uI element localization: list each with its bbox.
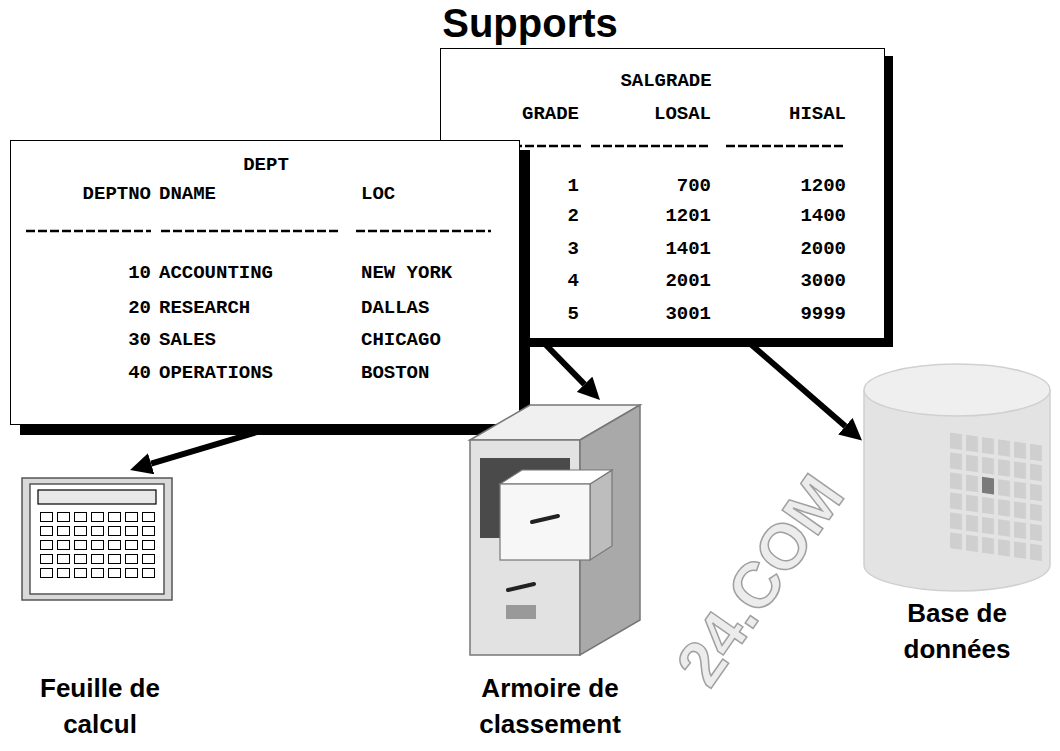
- storage-label: Armoire de classement: [440, 670, 660, 742]
- storage-icon: Armoire de classement: [440, 400, 660, 748]
- column-header: GRADE: [522, 103, 579, 125]
- table-cell: 20: [128, 297, 151, 319]
- table-cell: 1401: [665, 238, 711, 260]
- table-cell: 40: [128, 362, 151, 384]
- table-cell: 700: [677, 175, 711, 197]
- table-cell: 3000: [800, 270, 846, 292]
- table-cell: DALLAS: [361, 297, 429, 319]
- table-cell: SALES: [159, 329, 216, 351]
- table-cell: 4: [568, 270, 579, 292]
- table-cell: 3: [568, 238, 579, 260]
- table-cell: NEW YORK: [361, 262, 452, 284]
- table-cell: BOSTON: [361, 362, 429, 384]
- table-cell: 1200: [800, 175, 846, 197]
- filing-cabinet-icon: [440, 400, 660, 660]
- table-cell: 2000: [800, 238, 846, 260]
- database-icon: [862, 360, 1052, 595]
- table-cell: 2001: [665, 270, 711, 292]
- storage-label: Base de données: [862, 595, 1052, 667]
- table-cell: 10: [128, 262, 151, 284]
- column-header: LOC: [361, 183, 395, 205]
- column-header: HISAL: [789, 103, 846, 125]
- column-header: DNAME: [159, 183, 216, 205]
- table-cell: 1201: [665, 205, 711, 227]
- table-cell: ACCOUNTING: [159, 262, 273, 284]
- table-cell: RESEARCH: [159, 297, 250, 319]
- storage-icon: Feuille de calcul: [10, 470, 190, 748]
- table-cell: 30: [128, 329, 151, 351]
- table-cell: 2: [568, 205, 579, 227]
- storage-icon: Base de données: [862, 360, 1052, 670]
- watermark: 24.COM: [663, 462, 857, 697]
- column-header: DEPTNO: [83, 183, 151, 205]
- table-cell: 5: [568, 303, 579, 325]
- column-header: LOSAL: [654, 103, 711, 125]
- table-cell: 1400: [800, 205, 846, 227]
- table-cell: CHICAGO: [361, 329, 441, 351]
- arrow-connector: [745, 339, 846, 426]
- arrow-connector: [540, 339, 584, 384]
- table-name: SALGRADE: [620, 70, 711, 92]
- table-cell: 1: [568, 175, 579, 197]
- spreadsheet-icon: [10, 470, 190, 610]
- table-cell: 3001: [665, 303, 711, 325]
- storage-label: Feuille de calcul: [10, 670, 190, 742]
- table-cell: OPERATIONS: [159, 362, 273, 384]
- table-name: DEPT: [243, 154, 289, 176]
- arrow-connector: [151, 425, 280, 464]
- table-cell: 9999: [800, 303, 846, 325]
- table-box: DEPT DEPTNO DNAME LOC 10 ACCOUNTING NEW YORK 20…: [10, 140, 520, 425]
- diagram-title: Supports: [0, 0, 1060, 46]
